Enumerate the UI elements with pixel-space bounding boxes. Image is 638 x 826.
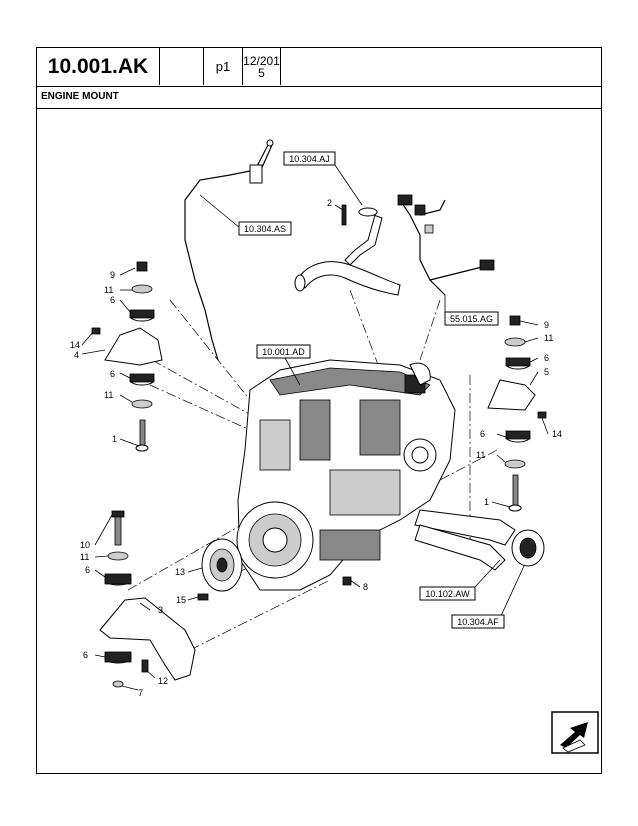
svg-text:10.304.AF: 10.304.AF — [457, 617, 499, 627]
callout-7: 7 — [138, 688, 143, 698]
blank-cell — [160, 48, 204, 85]
ref-10304AS[interactable]: 10.304.AS — [238, 221, 292, 236]
drawing-frame: 10.001.AK p1 12/201 5 ENGINE MOUNT — [36, 47, 602, 774]
svg-text:10.304.AS: 10.304.AS — [244, 224, 286, 234]
callout-6-right-2: 6 — [480, 429, 485, 439]
ref-10304AF[interactable]: 10.304.AF — [451, 614, 505, 629]
engine-block — [236, 359, 456, 591]
flywheel-damper — [197, 538, 352, 601]
callout-14-left: 14 — [70, 340, 80, 350]
svg-text:10.102.AW: 10.102.AW — [425, 589, 470, 599]
callout-15: 15 — [176, 595, 186, 605]
header-table: 10.001.AK p1 12/201 5 — [37, 48, 601, 87]
callout-3: 3 — [158, 605, 163, 615]
callout-2: 2 — [327, 198, 332, 208]
title-row: ENGINE MOUNT — [37, 87, 601, 109]
callout-12: 12 — [158, 676, 168, 686]
intake-pipe — [341, 204, 383, 266]
ref-10304AJ[interactable]: 10.304.AJ — [283, 151, 336, 166]
callout-11-left: 11 — [104, 285, 113, 295]
right-mount-stack — [487, 315, 547, 512]
callout-8: 8 — [363, 582, 368, 592]
callout-1-left: 1 — [112, 434, 117, 444]
leader-lines — [81, 164, 549, 691]
wiring-harness — [397, 194, 495, 296]
left-mount-stack — [91, 261, 163, 452]
callout-13: 13 — [175, 567, 185, 577]
next-page-arrow-icon[interactable] — [551, 711, 599, 754]
svg-text:10.001.AD: 10.001.AD — [262, 347, 305, 357]
coolant-hose — [294, 261, 401, 296]
callout-6-bottom: 6 — [85, 565, 90, 575]
callout-10: 10 — [80, 540, 90, 550]
svg-text:10.304.AJ: 10.304.AJ — [289, 154, 330, 164]
callout-9-right: 9 — [544, 320, 549, 330]
callout-6-left-2: 6 — [110, 369, 115, 379]
callout-6-bottom-2: 6 — [83, 650, 88, 660]
callout-5: 5 — [544, 367, 549, 377]
section-code: 10.001.AK — [37, 48, 160, 85]
page-title: ENGINE MOUNT — [41, 91, 119, 102]
svg-text:55.015.AG: 55.015.AG — [450, 314, 493, 324]
bottom-mount-stack — [99, 510, 196, 688]
callout-6-right: 6 — [544, 353, 549, 363]
callout-14-right: 14 — [552, 429, 562, 439]
page-number: p1 — [204, 48, 243, 85]
dipstick-tube — [184, 139, 274, 361]
ref-10102AW[interactable]: 10.102.AW — [419, 586, 476, 601]
callout-11-bottom: 11 — [80, 552, 89, 562]
callout-numbers: 2 9 11 6 14 4 6 11 1 9 11 6 5 14 6 11 1 … — [70, 198, 562, 698]
callout-11-right: 11 — [544, 333, 553, 343]
callout-4: 4 — [74, 350, 79, 360]
callout-11-left-2: 11 — [104, 390, 113, 400]
callout-1-right: 1 — [484, 497, 489, 507]
revision-date: 12/201 5 — [243, 48, 281, 85]
ref-55015AG[interactable]: 55.015.AG — [444, 311, 499, 326]
callout-9-left: 9 — [110, 270, 115, 280]
callout-11-right-2: 11 — [476, 450, 485, 460]
exhaust-tubes — [414, 509, 545, 571]
ref-10001AD[interactable]: 10.001.AD — [256, 344, 311, 359]
callout-6-left: 6 — [110, 295, 115, 305]
